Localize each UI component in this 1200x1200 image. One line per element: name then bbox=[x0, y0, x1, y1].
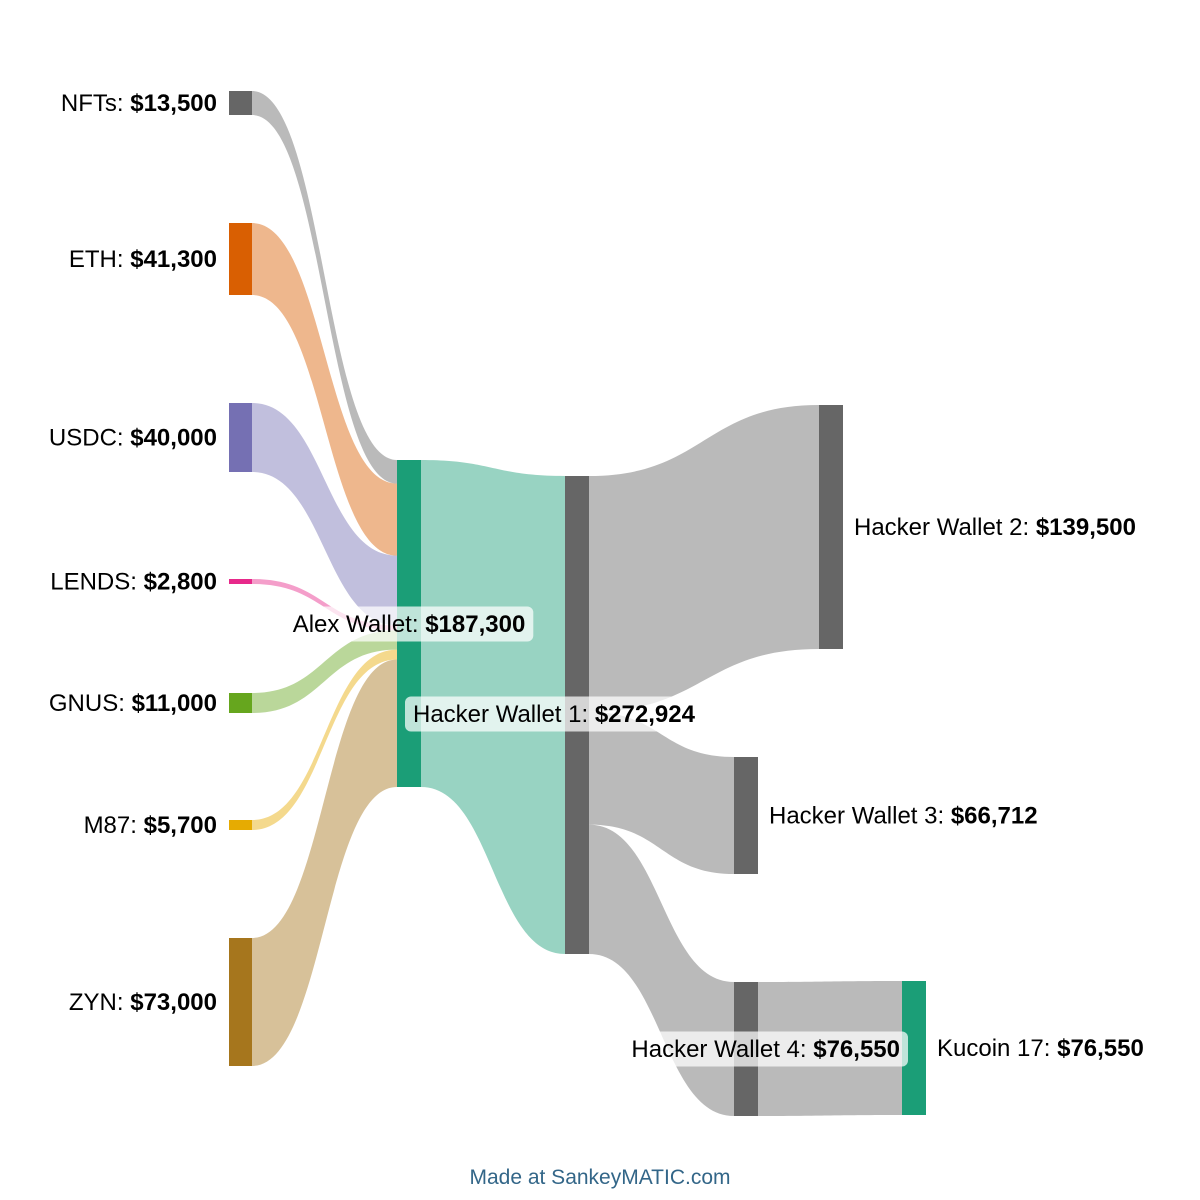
flow-usdc-to-alex[interactable] bbox=[252, 403, 397, 626]
flow-gnus-to-alex[interactable] bbox=[252, 630, 397, 713]
node-label-m87: M87: $5,700 bbox=[84, 812, 217, 839]
node-name-nfts: NFTs: bbox=[61, 90, 130, 117]
node-label-zyn: ZYN: $73,000 bbox=[69, 989, 217, 1016]
node-name-usdc: USDC: bbox=[49, 424, 130, 451]
label-backdrop-alex bbox=[284, 606, 534, 642]
node-name-hw2: Hacker Wallet 2: bbox=[854, 514, 1036, 541]
flow-m87-to-alex[interactable] bbox=[252, 649, 397, 830]
node-value-alex: $187,300 bbox=[425, 611, 525, 638]
node-name-zyn: ZYN: bbox=[69, 989, 130, 1016]
node-value-hw2: $139,500 bbox=[1036, 514, 1136, 541]
node-name-hw4: Hacker Wallet 4: bbox=[631, 1036, 813, 1063]
node-value-hw3: $66,712 bbox=[951, 802, 1038, 829]
flow-nfts-to-alex[interactable] bbox=[252, 91, 397, 484]
node-hw3[interactable] bbox=[734, 757, 758, 874]
flow-hw1-to-hw2[interactable] bbox=[589, 405, 819, 712]
node-name-alex: Alex Wallet: bbox=[293, 611, 425, 638]
node-name-hw3: Hacker Wallet 3: bbox=[769, 802, 951, 829]
flow-eth-to-alex[interactable] bbox=[252, 223, 397, 556]
node-label-gnus: GNUS: $11,000 bbox=[49, 690, 217, 717]
node-value-eth: $41,300 bbox=[130, 246, 217, 273]
node-name-eth: ETH: bbox=[69, 246, 130, 273]
node-value-zyn: $73,000 bbox=[130, 989, 217, 1016]
node-label-eth: ETH: $41,300 bbox=[69, 246, 217, 273]
node-value-usdc: $40,000 bbox=[130, 424, 217, 451]
node-label-hw4: Hacker Wallet 4: $76,550 bbox=[631, 1036, 900, 1063]
node-value-m87: $5,700 bbox=[144, 812, 217, 839]
node-label-nfts: NFTs: $13,500 bbox=[61, 90, 217, 117]
node-name-lends: LENDS: bbox=[50, 568, 143, 595]
flow-zyn-to-alex[interactable] bbox=[252, 659, 397, 1066]
node-value-nfts: $13,500 bbox=[130, 90, 217, 117]
node-name-gnus: GNUS: bbox=[49, 690, 132, 717]
node-label-alex: Alex Wallet: $187,300 bbox=[293, 611, 526, 638]
node-name-kucoin: Kucoin 17: bbox=[937, 1035, 1057, 1062]
node-m87[interactable] bbox=[229, 820, 252, 830]
node-name-hw1: Hacker Wallet 1: bbox=[413, 701, 595, 728]
node-value-hw1: $272,924 bbox=[595, 701, 696, 728]
node-label-usdc: USDC: $40,000 bbox=[49, 424, 217, 451]
node-gnus[interactable] bbox=[229, 693, 252, 713]
node-label-lends: LENDS: $2,800 bbox=[50, 568, 217, 595]
node-value-gnus: $11,000 bbox=[132, 690, 217, 717]
node-label-hw1: Hacker Wallet 1: $272,924 bbox=[413, 701, 696, 728]
node-label-hw2: Hacker Wallet 2: $139,500 bbox=[854, 514, 1136, 541]
node-nfts[interactable] bbox=[229, 91, 252, 115]
node-name-m87: M87: bbox=[84, 812, 144, 839]
node-hw2[interactable] bbox=[819, 405, 843, 649]
label-backdrop-hw4 bbox=[623, 1031, 908, 1067]
node-value-lends: $2,800 bbox=[144, 568, 217, 595]
node-label-hw3: Hacker Wallet 3: $66,712 bbox=[769, 802, 1038, 829]
node-lends[interactable] bbox=[229, 579, 252, 584]
nodes-layer bbox=[229, 91, 926, 1116]
label-backdrop-hw1 bbox=[405, 696, 704, 732]
node-usdc[interactable] bbox=[229, 403, 252, 472]
node-value-hw4: $76,550 bbox=[813, 1036, 900, 1063]
flow-hw1-to-hw3[interactable] bbox=[589, 711, 734, 874]
node-zyn[interactable] bbox=[229, 938, 252, 1066]
node-label-kucoin: Kucoin 17: $76,550 bbox=[937, 1035, 1144, 1062]
node-eth[interactable] bbox=[229, 223, 252, 295]
flow-lends-to-alex[interactable] bbox=[252, 579, 397, 631]
node-value-kucoin: $76,550 bbox=[1057, 1035, 1144, 1062]
footer-credit[interactable]: Made at SankeyMATIC.com bbox=[469, 1166, 731, 1189]
